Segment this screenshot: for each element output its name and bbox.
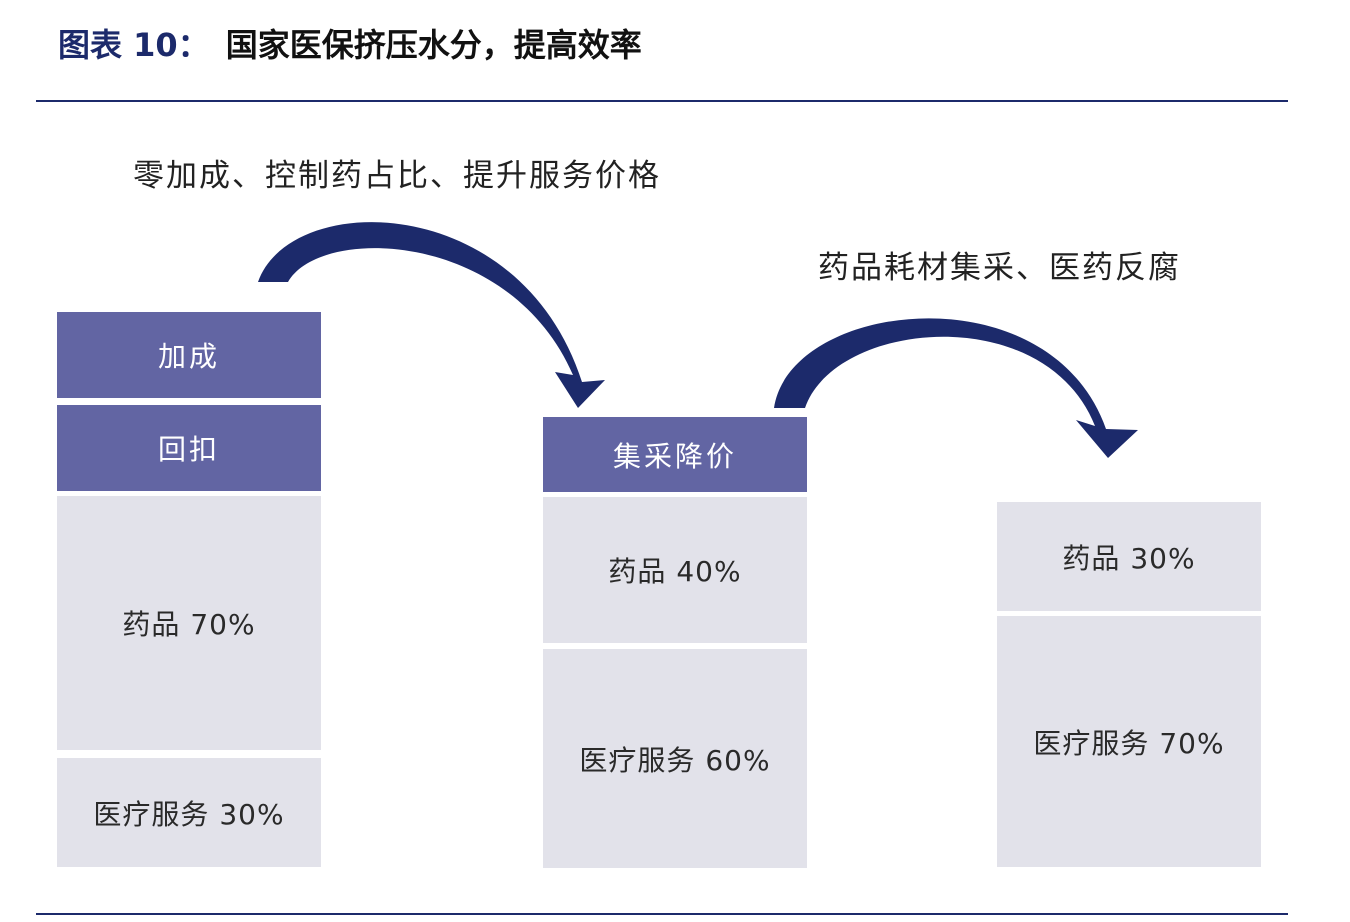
- markup-block: 加成: [57, 312, 321, 398]
- kickback-block: 回扣: [57, 405, 321, 491]
- medical-service-share-block: 医疗服务 30%: [57, 758, 321, 867]
- figure-number: 图表 10：: [58, 26, 210, 64]
- curved-arrow-1-icon: [258, 222, 605, 408]
- drug-share-block: 药品 70%: [57, 496, 321, 750]
- volume-procurement-block: 集采降价: [543, 417, 807, 492]
- step2-caption: 药品耗材集采、医药反腐: [818, 250, 1181, 286]
- drug-share-block: 药品 30%: [997, 502, 1261, 611]
- figure-title: 图表 10： 国家医保挤压水分，提高效率: [58, 20, 642, 66]
- medical-service-share-block: 医疗服务 60%: [543, 649, 807, 868]
- top-divider: [36, 100, 1288, 102]
- bottom-divider: [36, 913, 1288, 915]
- drug-share-block: 药品 40%: [543, 497, 807, 643]
- step1-caption: 零加成、控制药占比、提升服务价格: [133, 158, 661, 194]
- medical-service-share-block: 医疗服务 70%: [997, 616, 1261, 867]
- curved-arrow-2-icon: [774, 318, 1138, 458]
- figure-title-text: 国家医保挤压水分，提高效率: [225, 26, 642, 64]
